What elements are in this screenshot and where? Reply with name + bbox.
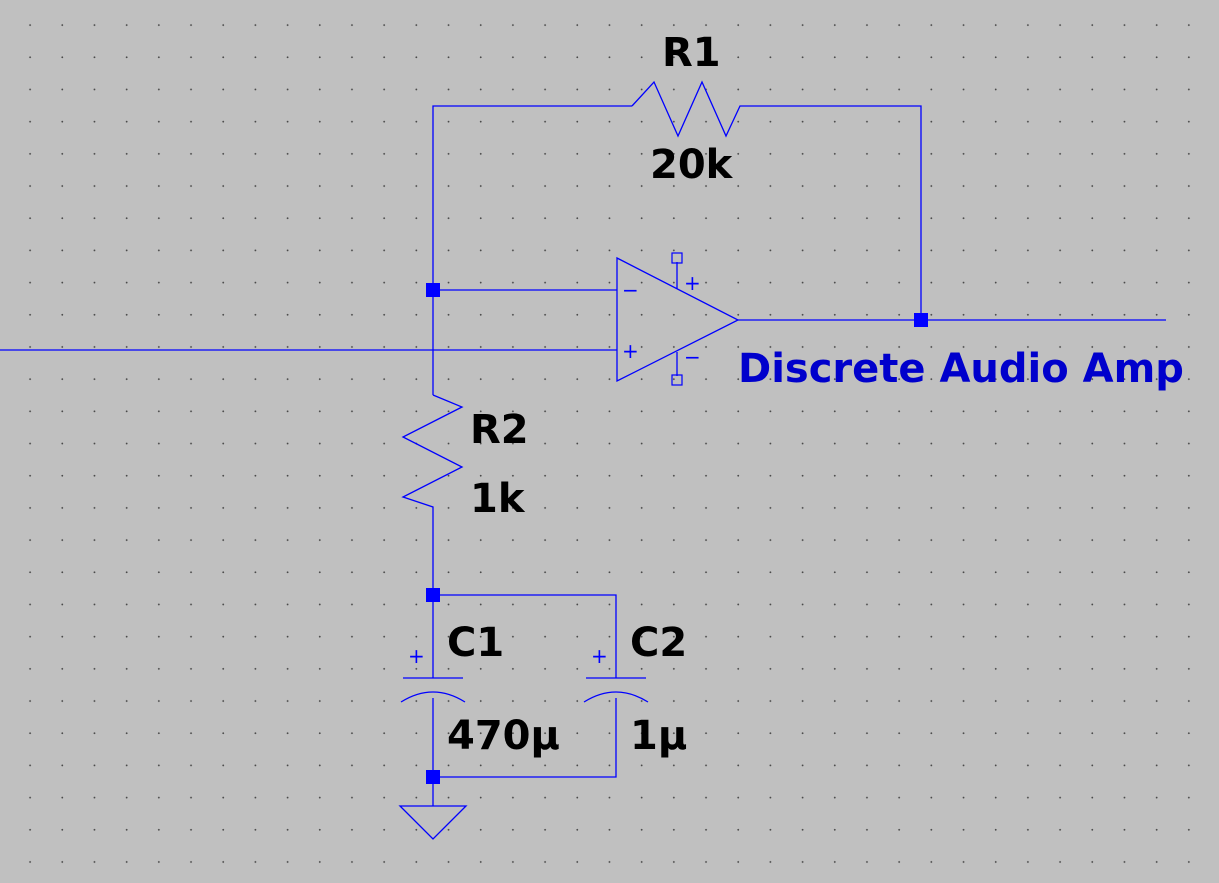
capacitor-c1-polarity-sign: + [408, 644, 425, 668]
c1-ref-label[interactable]: C1 [447, 620, 504, 666]
net-label-output[interactable]: Discrete Audio Amp [738, 346, 1184, 392]
wire-cap-bottom-rail[interactable] [433, 698, 617, 778]
junction-output-node[interactable] [914, 313, 928, 327]
capacitor-c2[interactable]: + [583, 644, 649, 703]
capacitor-c1-plate-curved [400, 691, 466, 703]
opamp-u1[interactable]: − + + − [616, 252, 740, 386]
junction-inverting-node[interactable] [426, 283, 440, 297]
opamp-supply-negative-sign: − [684, 345, 701, 369]
component-labels: R1 20k R2 1k C1 470µ C2 1µ Discrete Audi… [447, 30, 1184, 759]
opamp-vminus-pin[interactable] [671, 374, 683, 386]
resistor-r1[interactable] [631, 80, 752, 138]
wire-cap-top-rail[interactable] [433, 594, 617, 678]
opamp-supply-positive-sign: + [684, 271, 701, 295]
r1-ref-label[interactable]: R1 [662, 30, 721, 76]
capacitor-c2-plate-curved [583, 691, 649, 703]
junction-cap-top-node[interactable] [426, 588, 440, 602]
junctions [426, 283, 928, 784]
ground-symbol[interactable] [398, 805, 468, 840]
wires [0, 105, 1166, 806]
capacitor-c1[interactable]: + [400, 644, 466, 703]
capacitor-c2-polarity-sign: + [591, 644, 608, 668]
opamp-vplus-pin[interactable] [671, 252, 683, 264]
ground-triangle [398, 805, 468, 840]
c2-value-label[interactable]: 1µ [630, 713, 687, 759]
r2-value-label[interactable]: 1k [470, 476, 526, 522]
resistor-r2-zigzag [401, 394, 464, 517]
r1-value-label[interactable]: 20k [650, 142, 734, 188]
opamp-noninverting-sign: + [622, 339, 639, 363]
r2-ref-label[interactable]: R2 [470, 407, 529, 453]
c1-value-label[interactable]: 470µ [447, 713, 560, 759]
junction-cap-bottom-node[interactable] [426, 770, 440, 784]
resistor-r1-zigzag [631, 80, 752, 138]
c2-ref-label[interactable]: C2 [630, 620, 687, 666]
resistor-r2[interactable] [401, 394, 464, 517]
wire-feedback-right[interactable] [752, 105, 922, 320]
wire-feedback-left[interactable] [432, 105, 632, 290]
opamp-inverting-sign: − [622, 278, 639, 302]
